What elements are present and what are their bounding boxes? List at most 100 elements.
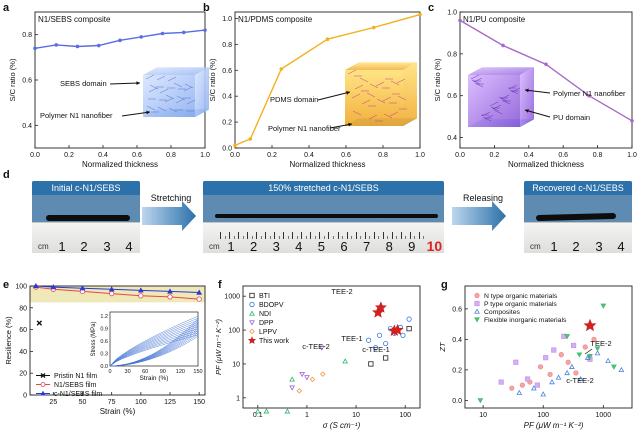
legend-label: LPPV [259, 329, 277, 336]
x-tick-label: 0.6 [558, 152, 568, 159]
data-point [368, 361, 374, 367]
x-tick-label: 1.0 [627, 152, 637, 159]
data-point [203, 28, 207, 32]
data-point [50, 284, 57, 290]
ruler-tick [323, 236, 325, 239]
inset-curve [109, 326, 199, 367]
cube-top [345, 62, 417, 70]
inset-x-tick-label: 0 [108, 369, 111, 375]
legend-marker [249, 328, 255, 335]
y-tick-label: 0.4 [447, 135, 457, 142]
data-point [109, 291, 115, 297]
ruler-tick [287, 236, 289, 239]
legend-label: N type organic materials [484, 293, 558, 300]
cube-fiber [470, 74, 480, 80]
cube-side [403, 62, 417, 126]
legend-marker [40, 373, 46, 378]
x-tick-label: 0.6 [132, 152, 142, 159]
ruler-tick [355, 232, 357, 239]
y-tick-label: 0.4 [22, 123, 32, 130]
ruler-tick [400, 232, 402, 239]
legend-marker [474, 300, 480, 307]
ruler-number: 8 [385, 239, 393, 253]
x-axis-label: PF (μW m⁻¹ K⁻²) [524, 421, 584, 430]
data-point [263, 408, 270, 414]
ruler-cm-label: cm [209, 242, 220, 251]
ruler-number: 1 [58, 239, 66, 253]
data-point [591, 336, 597, 342]
ruler-tick [260, 236, 262, 239]
data-point [501, 43, 505, 48]
data-point [583, 318, 597, 332]
callout-arrow-head [348, 122, 352, 127]
cube-fiber [368, 114, 378, 120]
data-point [325, 37, 330, 41]
ruler-tick [224, 236, 226, 239]
data-point [296, 388, 303, 394]
x-tick-label: 0.4 [524, 152, 534, 159]
ruler-recovered: cm 1 2 3 4 [524, 221, 632, 253]
cube-fiber [164, 97, 174, 103]
ruler-tick [256, 232, 258, 239]
data-point [108, 286, 115, 292]
panel-letter: e [3, 279, 9, 291]
callout-arrow [329, 123, 353, 129]
point-annotation: TEE-1 [341, 334, 362, 343]
ruler-number: 1 [227, 239, 235, 253]
cube-top [143, 67, 209, 75]
ruler-tick [251, 236, 253, 239]
data-point [54, 43, 59, 47]
cube-fiber [375, 81, 385, 87]
y-tick-label: 0.8 [222, 42, 232, 49]
arrow-label-releasing: Releasing [462, 193, 504, 203]
data-point [569, 363, 575, 369]
y-tick-label: 0 [23, 393, 27, 400]
inset-x-tick-label: 120 [176, 369, 185, 375]
data-point [36, 320, 43, 326]
data-point [373, 345, 379, 351]
x-axis-label: σ (S cm⁻¹) [323, 421, 361, 430]
x-tick-label: 75 [108, 399, 116, 406]
cube-fiber [498, 96, 508, 102]
callout-label: Polymer N1 nanofiber [553, 89, 626, 98]
ruler-tick [418, 232, 420, 239]
data-point [406, 326, 412, 332]
y-tick-label: 100 [228, 328, 240, 335]
cube-fiber [500, 94, 510, 100]
ruler-tick [342, 236, 344, 239]
inset-x-tick-label: 90 [160, 369, 166, 375]
data-point [118, 38, 122, 43]
cube-fiber [492, 104, 502, 110]
data-point [279, 67, 284, 71]
ruler-tick [346, 232, 348, 239]
cube-fiber [489, 101, 499, 107]
data-point [587, 353, 593, 360]
x-tick-label: 1.0 [415, 152, 425, 159]
y-tick-label: 0.6 [452, 306, 462, 313]
y-tick-label: 1.0 [447, 10, 457, 17]
x-tick-label: 150 [193, 399, 205, 406]
data-point [582, 344, 588, 350]
y-tick-label: 1.0 [222, 16, 232, 23]
ruler-tick [405, 236, 407, 239]
annotation-leader [584, 348, 593, 355]
cube-fiber [471, 79, 481, 85]
ruler-tick [274, 232, 276, 239]
releasing-arrow [452, 201, 506, 231]
data-point [600, 303, 607, 309]
data-point [534, 382, 540, 388]
cube-fiber [352, 110, 362, 116]
cube-fiber [157, 106, 167, 112]
legend-marker [249, 310, 255, 316]
ruler-number: 3 [272, 239, 280, 253]
plot-frame [234, 11, 421, 149]
cube-fiber [186, 99, 196, 105]
data-point [374, 301, 387, 313]
y-tick-label: 60 [19, 327, 27, 334]
cube-fiber [482, 116, 492, 122]
ruler-initial: cm 1 2 3 4 [32, 221, 140, 253]
panel-letter: a [3, 2, 10, 14]
data-point [584, 354, 591, 360]
